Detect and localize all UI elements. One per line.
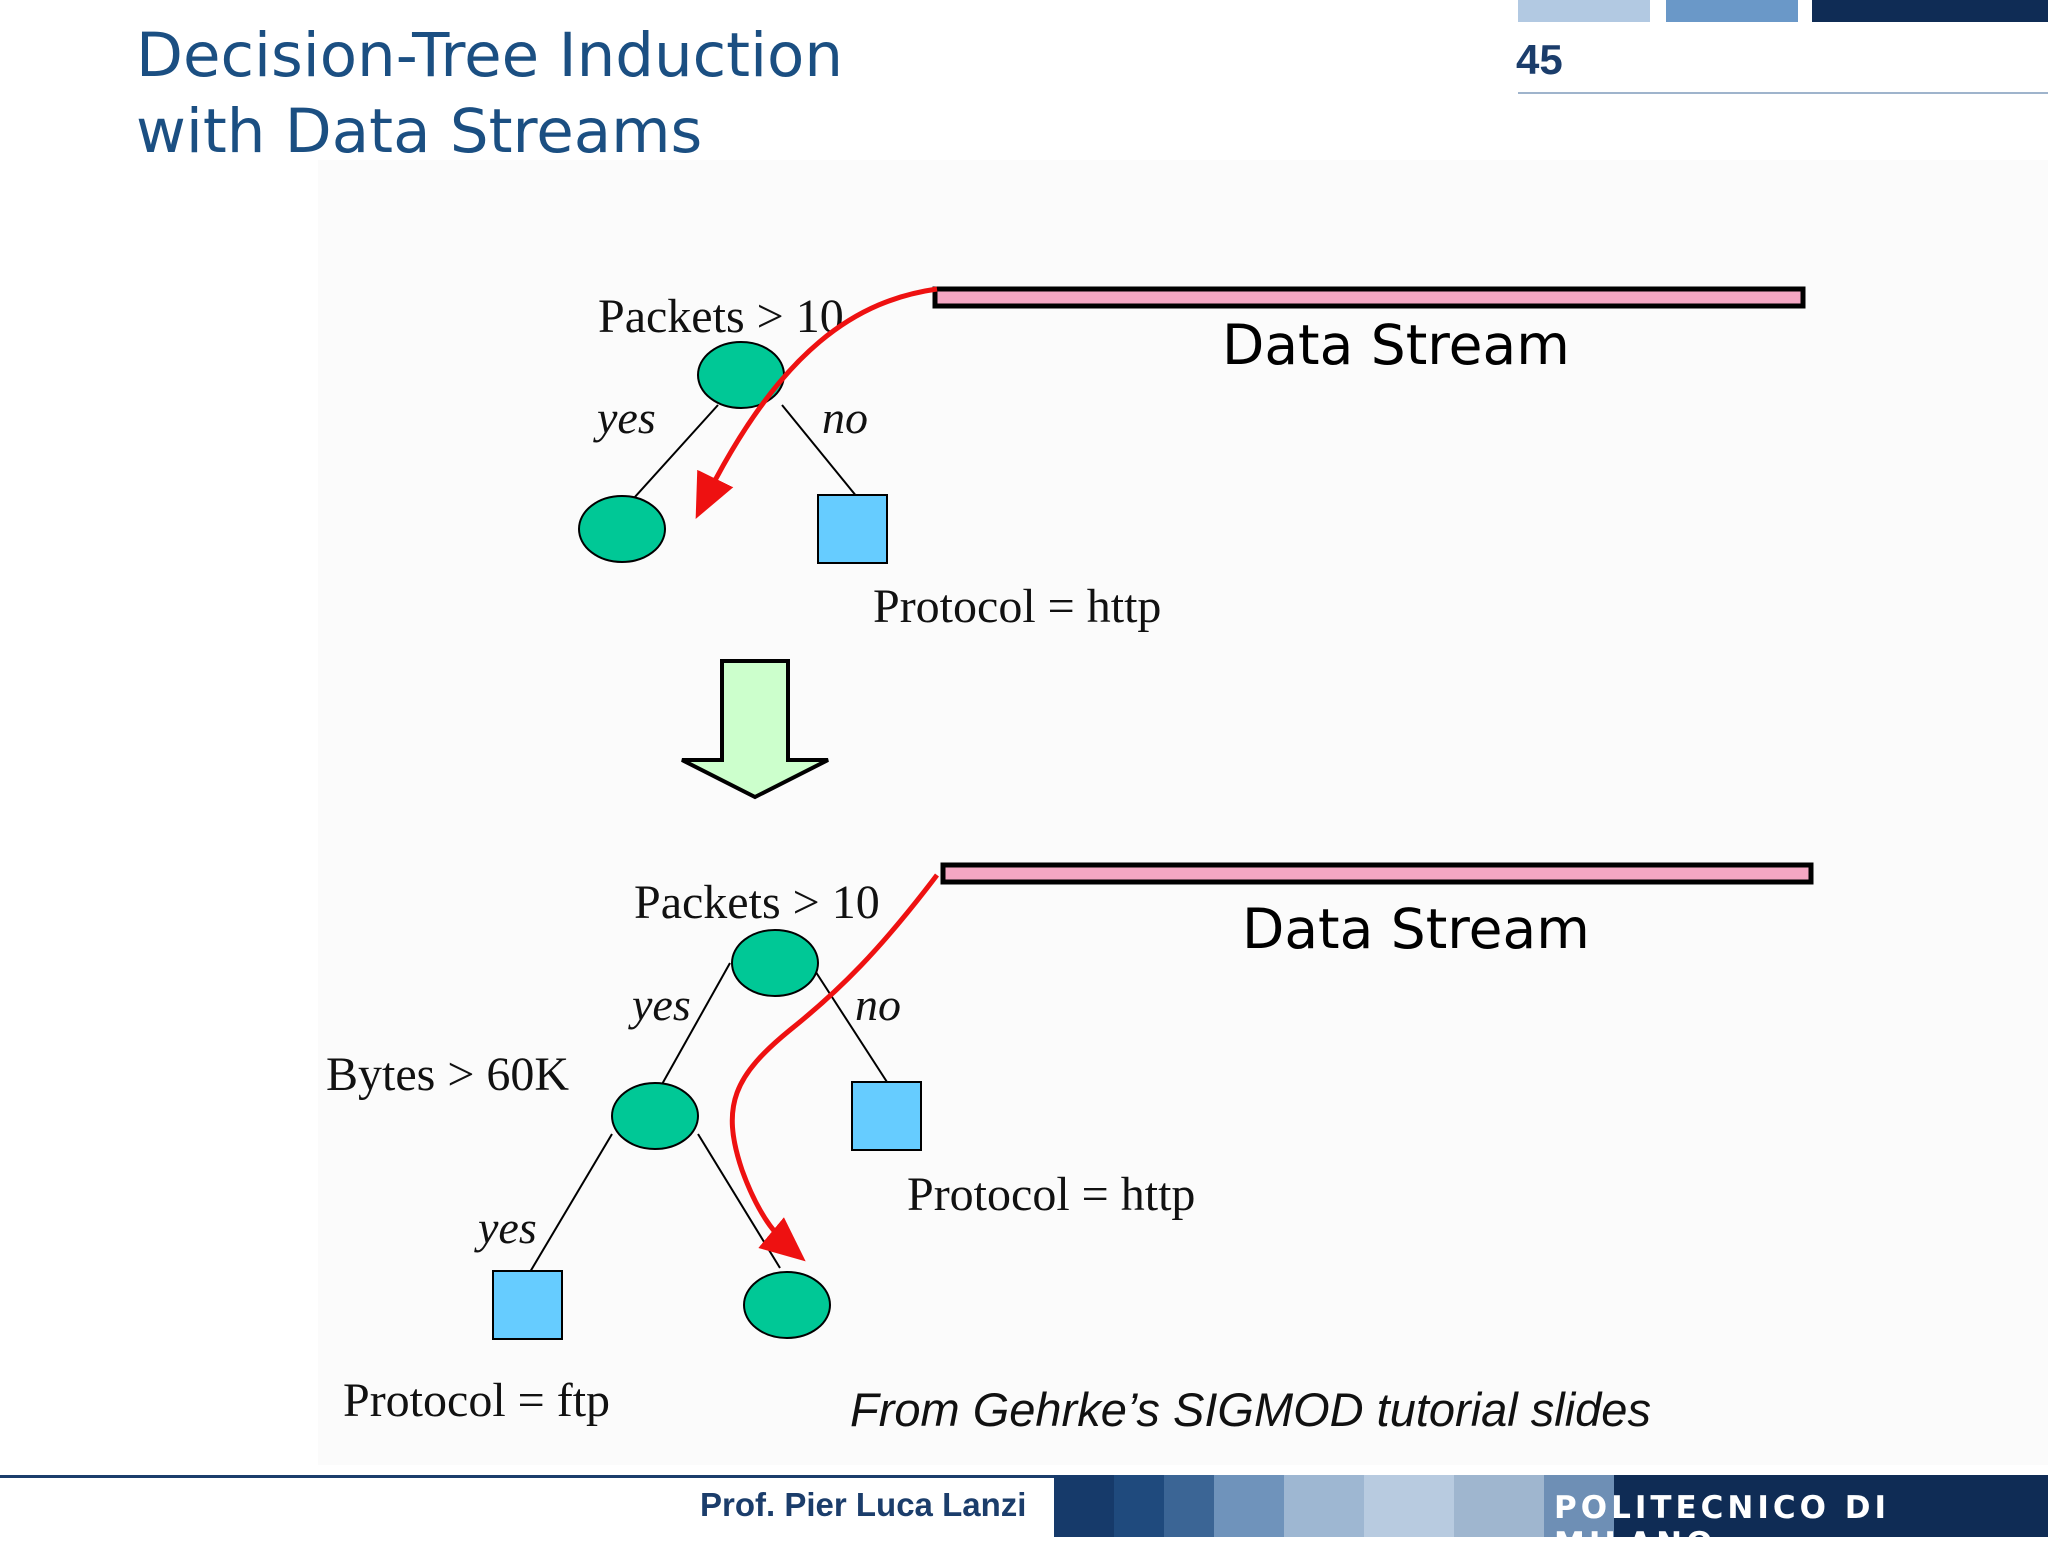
bottom-routing-arrow: [729, 873, 939, 1262]
top-tree: Data Stream Packets > 10 yes no Protocol…: [578, 286, 1806, 633]
top-no-label: no: [822, 392, 868, 443]
bottom-yes-label: yes: [628, 979, 691, 1030]
bottom-left-leaf-label: Protocol = ftp: [343, 1374, 610, 1427]
transition-down-arrow-icon: [681, 659, 829, 800]
top-right-leaf: [817, 494, 888, 564]
bottom-yes-edge: [660, 962, 731, 1087]
top-routing-arrow: [695, 286, 938, 519]
bottom-inner-yes-edge: [529, 1133, 613, 1273]
slide-title-line-2: with Data Streams: [136, 96, 703, 167]
top-yes-label: yes: [593, 392, 656, 443]
bottom-no-edge: [809, 962, 888, 1083]
header-accent-block-mid: [1666, 0, 1798, 22]
top-root-node: [697, 341, 785, 409]
bottom-inner-node: [611, 1082, 699, 1150]
slide-title-line-1: Decision-Tree Induction: [136, 20, 844, 91]
header-divider: [1518, 92, 2048, 94]
bottom-root-test-label: Packets > 10: [634, 876, 880, 929]
top-yes-edge: [633, 404, 719, 499]
top-data-stream-label: Data Stream: [1222, 313, 1570, 377]
footer-divider: [0, 1475, 1054, 1478]
bottom-tree: Data Stream Packets > 10 yes no Bytes > …: [326, 862, 1814, 1427]
bottom-right-leaf: [851, 1081, 922, 1151]
top-no-edge: [781, 404, 858, 498]
top-root-test-label: Packets > 10: [598, 290, 844, 343]
top-leaf-label: Protocol = http: [873, 580, 1161, 633]
bottom-no-label: no: [855, 979, 901, 1030]
bottom-inner-test-label: Bytes > 60K: [326, 1048, 569, 1101]
header-accent-block-light: [1518, 0, 1650, 22]
page-number: 45: [1516, 36, 1563, 83]
top-left-node: [578, 495, 666, 563]
bottom-right-leaf-label: Protocol = http: [907, 1168, 1195, 1221]
source-attribution: From Gehrke’s SIGMOD tutorial slides: [850, 1383, 1651, 1436]
bottom-left-leaf: [492, 1270, 563, 1340]
bottom-root-node: [731, 929, 819, 997]
header-accent-block-dark: [1812, 0, 2048, 22]
top-data-stream-bar: [932, 286, 1806, 309]
footer-color-band: [1054, 1475, 2048, 1537]
bottom-new-node: [743, 1271, 831, 1339]
footer-author: Prof. Pier Luca Lanzi: [700, 1486, 1027, 1523]
footer-brand: POLITECNICO DI MILANO: [1554, 1490, 1891, 1562]
bottom-inner-yes-label: yes: [474, 1202, 537, 1253]
figure-background: [318, 160, 2048, 1465]
slide-title: Decision-Tree Induction with Data Stream…: [136, 18, 843, 170]
bottom-data-stream-label: Data Stream: [1242, 897, 1590, 961]
bottom-data-stream-bar: [940, 862, 1814, 885]
